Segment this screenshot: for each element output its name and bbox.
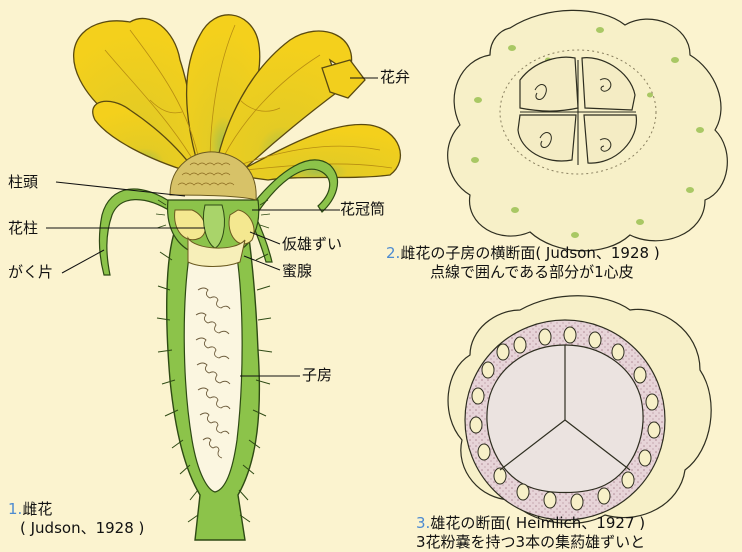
- caption-ovary-section: 2.雌花の子房の横断面( Judson、1928 ) 点線で囲んである部分が1心…: [386, 244, 660, 282]
- ovary-cross-section: [448, 10, 728, 250]
- label-petal: 花弁: [380, 68, 410, 86]
- caption-3-number: 3.: [416, 514, 430, 532]
- caption-3-line2: 3花粉嚢を持つ3本の集葯雄ずいと: [416, 533, 645, 552]
- caption-male-section: 3.雄花の断面( Heimlich、1927 ) 3花粉嚢を持つ3本の集葯雄ずい…: [416, 514, 645, 552]
- male-flower-cross-section: [448, 296, 711, 524]
- caption-1-number: 1.: [8, 500, 22, 518]
- label-calyx-lobe: がく片: [8, 263, 53, 281]
- caption-2-line1: 雌花の子房の横断面( Judson、1928 ): [400, 244, 659, 262]
- caption-2-line2: 点線で囲んである部分が1心皮: [386, 263, 660, 282]
- label-staminode: 仮雄ずい: [282, 235, 342, 253]
- female-flower-illustration: [46, 15, 400, 540]
- petals: [74, 15, 401, 180]
- label-stigma: 柱頭: [8, 173, 38, 191]
- caption-female-flower: 1.雌花 ( Judson、1928 ): [8, 500, 144, 538]
- caption-1-line2: ( Judson、1928 ): [8, 519, 144, 538]
- label-nectary: 蜜腺: [282, 262, 312, 280]
- caption-3-line1: 雄花の断面( Heimlich、1927 ): [430, 514, 645, 532]
- label-style: 花柱: [8, 219, 38, 237]
- label-ovary: 子房: [302, 366, 332, 384]
- caption-2-number: 2.: [386, 244, 400, 262]
- label-corolla-tube: 花冠筒: [340, 200, 385, 218]
- caption-1-line1: 雌花: [22, 500, 52, 518]
